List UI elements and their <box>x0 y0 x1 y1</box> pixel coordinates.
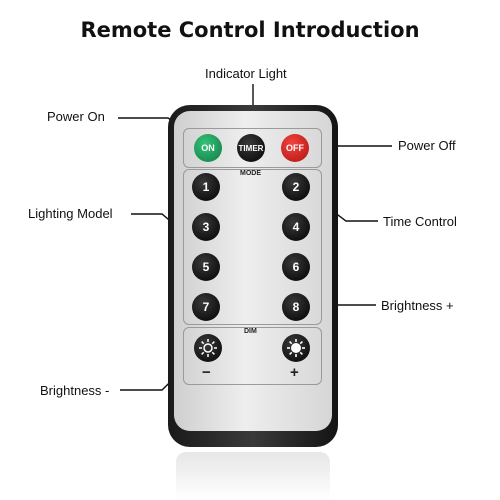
mode-button-3-label: 3 <box>202 220 210 234</box>
mode-button-7-label: 7 <box>202 300 210 314</box>
remote-reflection <box>176 452 330 500</box>
minus-sign: − <box>202 364 211 381</box>
top-button-panel <box>183 128 322 168</box>
mode-button-7[interactable]: 7 <box>192 293 220 321</box>
mode-button-2-label: 2 <box>292 180 300 194</box>
mode-button-3[interactable]: 3 <box>192 213 220 241</box>
brightness-up-button[interactable] <box>282 334 310 362</box>
plus-sign: + <box>290 364 299 381</box>
mode-button-6-label: 6 <box>292 260 300 274</box>
dim-label: DIM <box>244 328 257 335</box>
label-brightness-plus: Brightness + <box>381 298 454 313</box>
mode-button-5[interactable]: 5 <box>192 253 220 281</box>
sun-filled-icon <box>287 339 305 357</box>
diagram-title: Remote Control Introduction <box>80 18 420 42</box>
mode-button-6[interactable]: 6 <box>282 253 310 281</box>
label-brightness-minus: Brightness - <box>40 383 110 398</box>
mode-button-8[interactable]: 8 <box>282 293 310 321</box>
mode-button-5-label: 5 <box>202 260 210 274</box>
label-indicator-light: Indicator Light <box>205 66 287 81</box>
mode-button-1-label: 1 <box>202 180 210 194</box>
power-on-button[interactable]: ON <box>194 134 222 162</box>
timer-button[interactable]: TIMER <box>237 134 265 162</box>
mode-button-4-label: 4 <box>292 220 300 234</box>
label-time-control: Time Control <box>383 214 457 229</box>
mode-button-panel <box>183 169 322 325</box>
dim-button-panel <box>183 327 322 385</box>
label-power-off: Power Off <box>398 138 456 153</box>
power-on-label: ON <box>201 143 215 153</box>
mode-button-1[interactable]: 1 <box>192 173 220 201</box>
brightness-down-button[interactable] <box>194 334 222 362</box>
label-lighting-model: Lighting Model <box>28 206 113 221</box>
sun-outline-icon <box>199 339 217 357</box>
power-off-button[interactable]: OFF <box>281 134 309 162</box>
mode-button-2[interactable]: 2 <box>282 173 310 201</box>
mode-button-8-label: 8 <box>292 300 300 314</box>
timer-label: TIMER <box>238 143 264 153</box>
mode-button-4[interactable]: 4 <box>282 213 310 241</box>
mode-label: MODE <box>240 170 261 177</box>
power-off-label: OFF <box>286 143 304 153</box>
label-power-on: Power On <box>47 109 105 124</box>
